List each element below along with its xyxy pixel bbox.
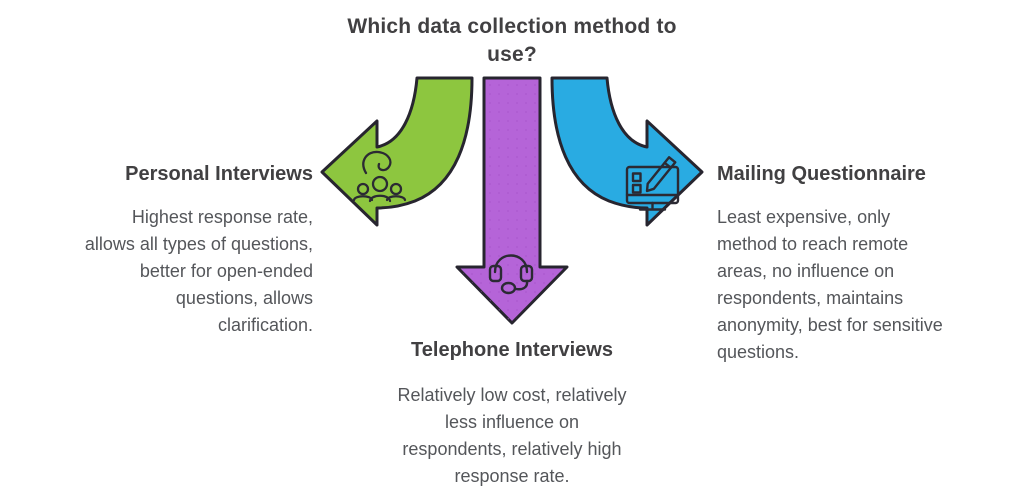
description-line: questions, allows bbox=[175, 288, 313, 308]
description-line: response rate. bbox=[454, 466, 570, 486]
description-line: less influence on bbox=[444, 412, 580, 432]
method-heading-mailing: Mailing Questionnaire bbox=[717, 163, 926, 185]
description-line: Least expensive, only bbox=[717, 207, 891, 227]
description-line: better for open-ended bbox=[139, 261, 313, 281]
mailing-questionnaire-arrow bbox=[550, 76, 704, 227]
description-line: questions. bbox=[717, 342, 800, 362]
method-description-telephone: Relatively low cost, relatively less inf… bbox=[352, 382, 672, 490]
personal-interviews-arrow bbox=[320, 76, 474, 227]
method-heading-telephone: Telephone Interviews bbox=[411, 339, 613, 361]
method-description-mailing: Least expensive, only method to reach re… bbox=[717, 204, 1017, 366]
monitor-pencil-icon bbox=[625, 156, 680, 211]
description-line: clarification. bbox=[217, 315, 313, 335]
page-title-line: Which data collection method to bbox=[347, 15, 677, 38]
description-line: anonymity, best for sensitive bbox=[717, 315, 943, 335]
description-line: Highest response rate, bbox=[131, 207, 313, 227]
mailing-questionnaire-panel: Mailing Questionnaire Least expensive, o… bbox=[717, 162, 1017, 366]
page-title-line: use? bbox=[487, 43, 537, 66]
page-title: Which data collection method to use? bbox=[332, 13, 692, 69]
description-line: areas, no influence on bbox=[717, 261, 895, 281]
headset-icon bbox=[488, 254, 534, 295]
telephone-interviews-panel: Telephone Interviews Relatively low cost… bbox=[352, 338, 672, 490]
description-line: Relatively low cost, relatively bbox=[397, 385, 627, 405]
description-line: method to reach remote bbox=[717, 234, 909, 254]
description-line: respondents, relatively high bbox=[402, 439, 622, 459]
description-line: respondents, maintains bbox=[717, 288, 904, 308]
method-description-personal: Highest response rate, allows all types … bbox=[8, 204, 313, 339]
personal-interviews-panel: Personal Interviews Highest response rat… bbox=[8, 162, 313, 339]
people-group-icon bbox=[352, 150, 407, 203]
telephone-arrow-dot-texture bbox=[457, 78, 567, 323]
description-line: allows all types of questions, bbox=[84, 234, 313, 254]
method-heading-personal: Personal Interviews bbox=[125, 163, 313, 185]
